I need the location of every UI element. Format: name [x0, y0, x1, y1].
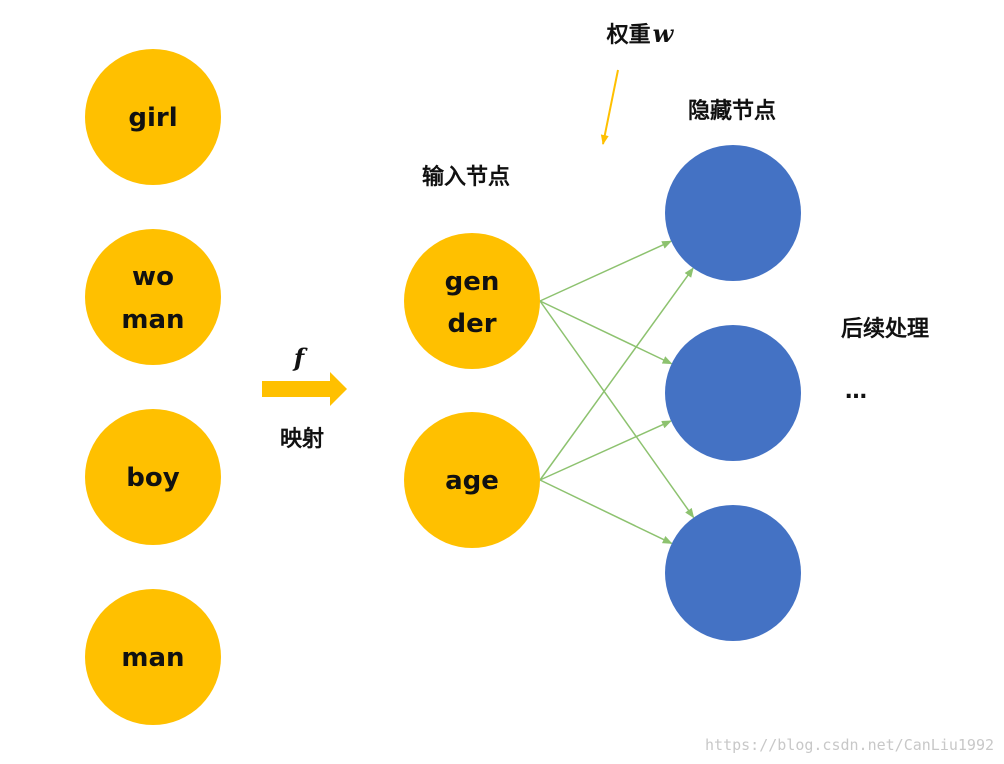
word-node-circle: [85, 49, 221, 185]
word-node-circle: [85, 589, 221, 725]
hidden-node-2: [665, 325, 801, 461]
word-node-boy: boy: [85, 409, 221, 545]
word-node-girl: girl: [85, 49, 221, 185]
hidden-node-3: [665, 505, 801, 641]
word-node-label: girl: [128, 103, 177, 133]
word-nodes: girl wo man boy man: [85, 49, 221, 725]
input-node-age: age: [404, 412, 540, 548]
mapping-arrow-icon: [262, 372, 347, 406]
word-node-label: man: [121, 643, 184, 673]
input-node-label-line2: der: [447, 309, 496, 339]
weight-arrow-icon: [600, 69, 619, 145]
connection-edge-1-2: [539, 300, 673, 365]
input-node-circle: [404, 412, 540, 548]
connection-edge-2-1: [539, 267, 694, 481]
word-node-man: man: [85, 589, 221, 725]
hidden-node-1: [665, 145, 801, 281]
word-node-label-line1: wo: [132, 262, 174, 292]
followup-ellipsis: …: [845, 379, 867, 404]
weight-annotation: 权重w: [600, 19, 675, 145]
word-node-circle: [85, 409, 221, 545]
connections: [539, 240, 695, 545]
mapping-arrow-group: f 映射: [262, 343, 347, 452]
mapping-symbol: f: [292, 343, 308, 372]
input-node-circle: [404, 233, 540, 369]
connection-edge-1-1: [539, 240, 673, 302]
input-node-label-line1: gen: [445, 267, 500, 297]
word-node-label-line2: man: [121, 305, 184, 335]
weight-label: 权重w: [606, 19, 675, 48]
hidden-section-title: 隐藏节点: [688, 98, 776, 124]
input-node-label: age: [445, 466, 499, 496]
word-node-label: boy: [126, 463, 179, 493]
input-nodes: gen der age: [404, 233, 540, 548]
connection-edge-2-3: [539, 479, 673, 545]
weight-label-prefix: 权重: [606, 22, 651, 48]
followup-label: 后续处理: [841, 316, 929, 342]
watermark: https://blog.csdn.net/CanLiu1992: [705, 736, 994, 754]
weight-symbol: w: [653, 19, 675, 48]
input-section-title: 输入节点: [422, 164, 510, 190]
hidden-nodes: [665, 145, 801, 641]
word-node-woman: wo man: [85, 229, 221, 365]
input-node-gender: gen der: [404, 233, 540, 369]
mapping-label: 映射: [280, 426, 324, 452]
word-node-circle: [85, 229, 221, 365]
connection-edge-2-2: [539, 420, 672, 481]
connection-edge-1-3: [539, 300, 695, 519]
